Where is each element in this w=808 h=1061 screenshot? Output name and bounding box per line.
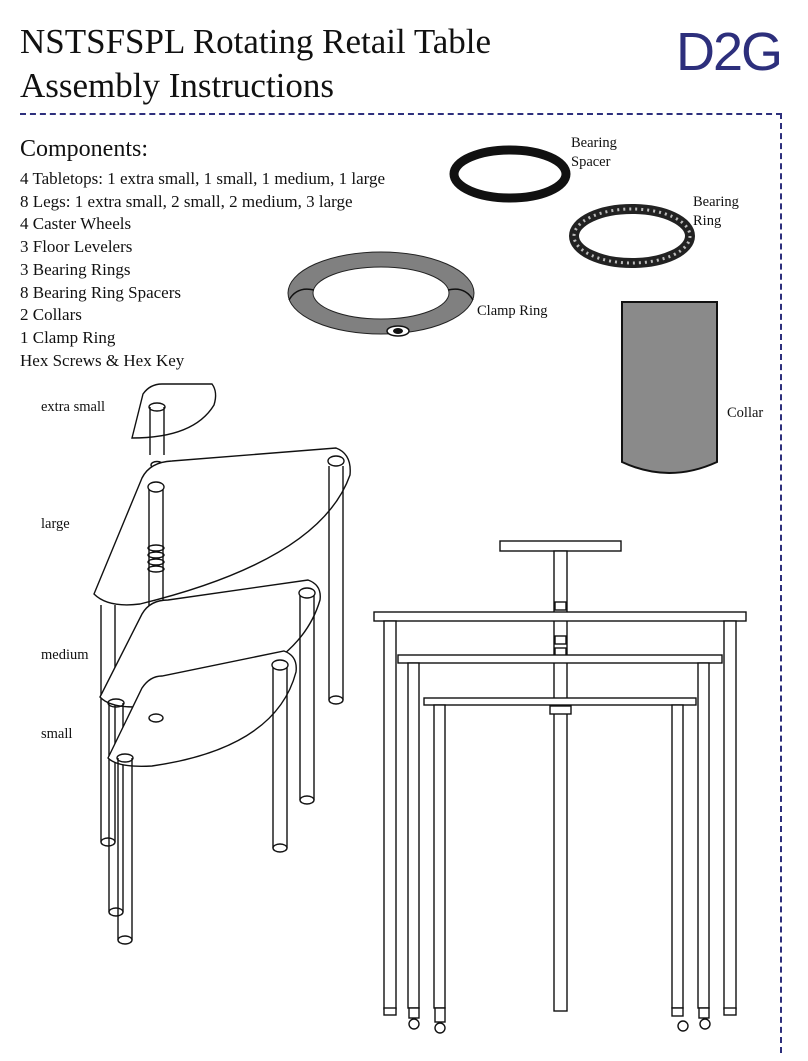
collar-drawing xyxy=(621,301,718,474)
exploded-table-drawing xyxy=(93,383,351,945)
bearing-ring-drawing xyxy=(569,204,695,268)
document-title-line-2: Assembly Instructions xyxy=(20,66,335,105)
list-item: 3 Bearing Rings xyxy=(20,259,131,279)
list-item: 4 Caster Wheels xyxy=(20,214,132,234)
clamp-ring-label: Clamp Ring xyxy=(477,303,548,319)
large-label: large xyxy=(41,516,70,532)
collar-label: Collar xyxy=(727,405,764,421)
components-heading: Components: xyxy=(20,136,149,162)
small-label: small xyxy=(41,726,73,742)
bearing-spacer-label: Bearing Spacer xyxy=(571,135,617,170)
list-item: 8 Legs: 1 extra small, 2 small, 2 medium… xyxy=(20,191,353,211)
bearing-ring-label: Bearing Ring xyxy=(693,194,739,229)
list-item: 1 Clamp Ring xyxy=(20,327,116,347)
dashed-border-top xyxy=(20,113,782,115)
list-item: 2 Collars xyxy=(20,305,82,325)
document-title-line-1: NSTSFSPL Rotating Retail Table xyxy=(20,22,492,61)
d2g-logo: D2G xyxy=(676,22,783,82)
components-list: 4 Tabletops: 1 extra small, 1 small, 1 m… xyxy=(20,168,385,372)
dashed-border-right xyxy=(780,113,782,1053)
assembled-table-drawing xyxy=(373,540,747,1034)
list-item: 3 Floor Levelers xyxy=(20,237,133,257)
list-item: 8 Bearing Ring Spacers xyxy=(20,282,181,302)
extra-small-label: extra small xyxy=(41,399,106,415)
medium-label: medium xyxy=(41,647,89,663)
list-item: 4 Tabletops: 1 extra small, 1 small, 1 m… xyxy=(20,169,386,188)
list-item: Hex Screws & Hex Key xyxy=(20,350,185,370)
clamp-ring-drawing xyxy=(287,251,475,337)
bearing-spacer-drawing xyxy=(449,145,571,203)
